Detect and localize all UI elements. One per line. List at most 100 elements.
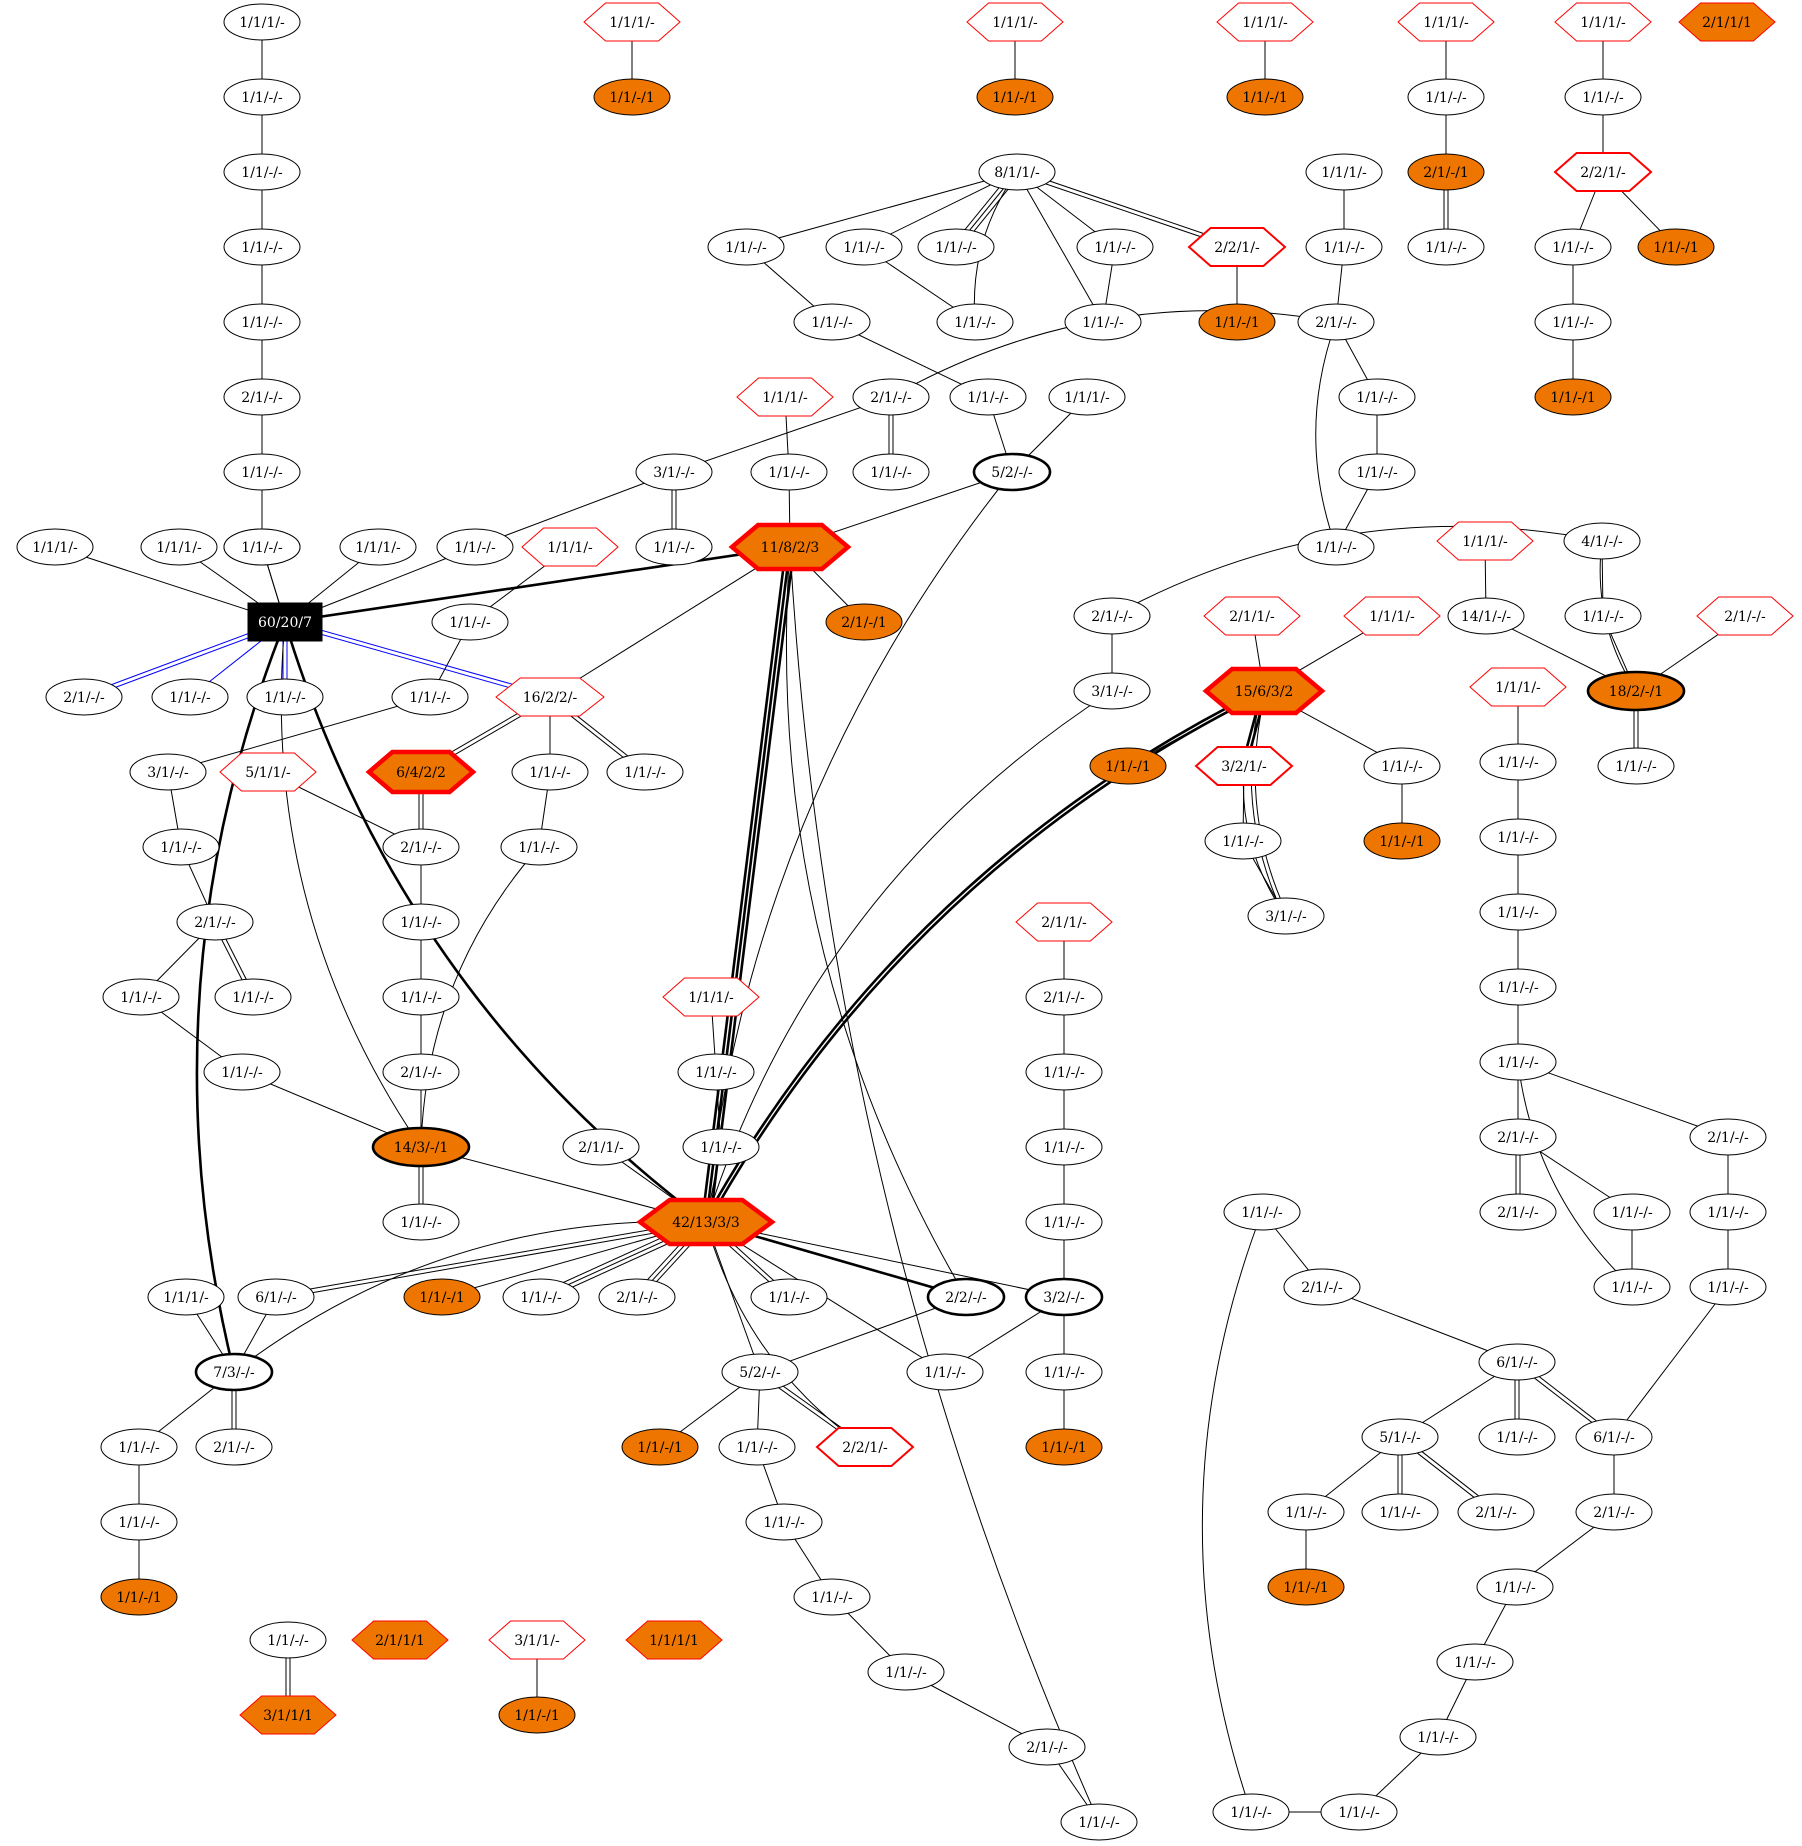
graph-node[interactable]: 2/2/1/- [1187,227,1287,267]
graph-node[interactable]: 1/1/-/- [1534,303,1612,341]
graph-node[interactable]: 1/1/-/- [249,1621,327,1659]
graph-node[interactable]: 2/1/-/- [1297,303,1375,341]
graph-node[interactable]: 2/1/-/- [598,1278,676,1316]
graph-node[interactable]: 1/1/-/- [431,603,509,641]
graph-node[interactable]: 1/1/-/- [382,978,460,1016]
graph-node[interactable]: 1/1/-/- [1223,1193,1301,1231]
graph-node[interactable]: 1/1/-/1 [403,1278,481,1316]
graph-node[interactable]: 1/1/-/1 [593,78,671,116]
graph-node[interactable]: 2/1/-/1 [1407,153,1485,191]
graph-node[interactable]: 1/1/-/- [1479,818,1557,856]
graph-node[interactable]: 1/1/-/- [223,153,301,191]
graph-node[interactable]: 2/1/-/- [195,1428,273,1466]
graph-node[interactable]: 6/4/2/2 [365,749,477,795]
graph-node[interactable]: 1/1/-/- [906,1353,984,1391]
graph-node[interactable]: 1/1/-/- [745,1503,823,1541]
graph-node[interactable]: 1/1/1/- [1397,2,1495,42]
graph-node[interactable]: 1/1/-/- [1361,1493,1439,1531]
graph-node[interactable]: 1/1/-/- [793,303,871,341]
graph-node[interactable]: 1/1/-/- [1436,1643,1514,1681]
graph-node[interactable]: 14/3/-/1 [371,1126,471,1168]
graph-node[interactable]: 2/1/-/- [1575,1493,1653,1531]
graph-node[interactable]: 1/1/-/- [500,828,578,866]
graph-node[interactable]: 16/2/2/- [495,677,605,717]
graph-node[interactable]: 1/1/-/- [1593,1193,1671,1231]
graph-node[interactable]: 1/1/1/- [1216,2,1314,42]
graph-node[interactable]: 1/1/-/- [100,1428,178,1466]
graph-node[interactable]: 1/1/1/- [662,977,760,1017]
graph-node[interactable]: 1/1/-/- [391,678,469,716]
graph-node[interactable]: 1/1/1/- [1305,153,1383,191]
graph-node[interactable]: 5/1/1/- [219,752,317,792]
graph-node[interactable]: 3/2/1/- [1194,746,1294,786]
graph-node[interactable]: 1/1/-/- [203,1053,281,1091]
graph-node[interactable]: 1/1/-/1 [1363,822,1441,860]
graph-node[interactable]: 2/1/-/- [1025,978,1103,1016]
graph-node[interactable]: 1/1/-/- [1305,228,1383,266]
graph-node[interactable]: 3/1/-/- [129,753,207,791]
graph-node[interactable]: 2/1/-/- [1283,1268,1361,1306]
graph-node[interactable]: 1/1/-/- [1399,1718,1477,1756]
graph-node[interactable]: 1/1/-/- [852,453,930,491]
graph-node[interactable]: 2/1/1/- [562,1128,640,1166]
graph-node[interactable]: 1/1/-/- [949,378,1027,416]
graph-node[interactable]: 1/1/-/1 [1267,1568,1345,1606]
graph-node[interactable]: 1/1/-/1 [1637,228,1715,266]
graph-node[interactable]: 5/1/-/- [1361,1418,1439,1456]
graph-node[interactable]: 3/1/1/1 [239,1695,337,1735]
graph-node[interactable]: 2/1/1/1 [1678,2,1776,42]
graph-node[interactable]: 1/1/-/- [917,228,995,266]
graph-node[interactable]: 1/1/-/- [436,528,514,566]
graph-node[interactable]: 1/1/-/- [1204,822,1282,860]
graph-node[interactable]: 1/1/-/- [1478,1418,1556,1456]
graph-node[interactable]: 2/1/-/- [1073,597,1151,635]
graph-node[interactable]: 1/1/-/- [1534,228,1612,266]
graph-node[interactable]: 1/1/-/- [1479,1043,1557,1081]
graph-node[interactable]: 1/1/1/- [339,528,417,566]
graph-node[interactable]: 3/2/-/- [1024,1277,1104,1317]
graph-node[interactable]: 1/1/1/- [966,2,1064,42]
graph-node[interactable]: 2/1/-/- [176,903,254,941]
graph-node[interactable]: 1/1/-/- [682,1128,760,1166]
graph-node[interactable]: 1/1/-/- [214,978,292,1016]
graph-node[interactable]: 14/1/-/- [1447,597,1525,635]
graph-node[interactable]: 1/1/-/1 [1534,378,1612,416]
graph-node[interactable]: 2/2/1/- [1553,152,1653,192]
graph-node[interactable]: 1/1/-/- [1060,1803,1138,1841]
graph-node[interactable]: 1/1/-/1 [100,1578,178,1616]
graph-node[interactable]: 1/1/-/- [223,78,301,116]
graph-node[interactable]: 1/1/-/- [223,228,301,266]
graph-node[interactable]: 2/1/-/1 [825,603,903,641]
graph-node[interactable]: 1/1/-/- [1479,893,1557,931]
graph-node[interactable]: 6/1/-/- [1575,1418,1653,1456]
graph-node[interactable]: 1/1/-/- [1212,1793,1290,1831]
graph-node[interactable]: 1/1/-/- [142,828,220,866]
graph-node[interactable]: 4/1/-/- [1563,522,1641,560]
graph-node[interactable]: 1/1/1/- [1469,667,1567,707]
graph-node[interactable]: 2/2/1/- [815,1427,915,1467]
graph-node[interactable]: 1/1/-/- [1407,78,1485,116]
graph-node[interactable]: 1/1/-/- [100,1503,178,1541]
graph-node[interactable]: 1/1/-/- [677,1053,755,1091]
graph-node[interactable]: 1/1/-/- [246,678,324,716]
graph-node[interactable]: 1/1/1/- [583,2,681,42]
graph-node[interactable]: 1/1/-/- [1025,1128,1103,1166]
graph-node[interactable]: 1/1/-/- [1297,528,1375,566]
graph-node[interactable]: 1/1/-/- [1479,743,1557,781]
graph-node[interactable]: 1/1/-/- [1564,597,1642,635]
graph-node[interactable]: 1/1/-/- [606,753,684,791]
graph-node[interactable]: 2/1/-/- [852,378,930,416]
graph-node[interactable]: 3/1/-/- [635,453,713,491]
graph-node[interactable]: 1/1/-/- [1025,1203,1103,1241]
graph-node[interactable]: 1/1/-/- [382,903,460,941]
graph-node[interactable]: 1/1/1/- [736,377,834,417]
graph-node[interactable]: 3/1/-/- [1073,672,1151,710]
graph-node[interactable]: 1/1/-/- [1064,303,1142,341]
graph-node[interactable]: 1/1/-/- [102,978,180,1016]
graph-node[interactable]: 5/2/-/- [721,1353,799,1391]
graph-node[interactable]: 1/1/-/- [1320,1793,1398,1831]
graph-node[interactable]: 8/1/1/- [978,153,1056,191]
graph-node[interactable]: 1/1/1/1 [625,1620,723,1660]
graph-node[interactable]: 15/6/3/2 [1202,666,1326,716]
graph-node[interactable]: 1/1/-/- [1076,228,1154,266]
